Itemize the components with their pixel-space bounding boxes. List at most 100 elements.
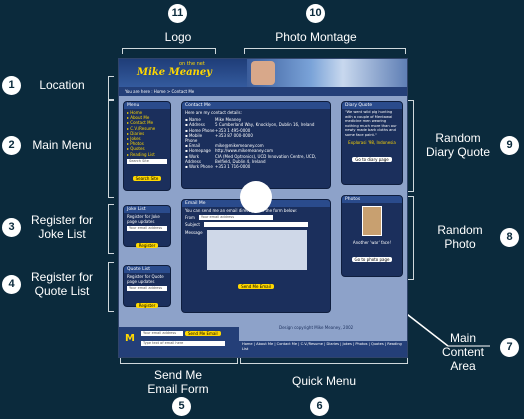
contact-value: mike@mikemeaney.com: [215, 143, 264, 149]
joke-text: Register for Joke page updates: [127, 214, 160, 225]
search-input[interactable]: Search Site: [127, 158, 167, 164]
joke-email-input[interactable]: Your email address: [127, 226, 167, 232]
send-email-bar: M Your email address Send Me Email Type …: [119, 327, 239, 357]
random-photo[interactable]: [362, 206, 382, 236]
email-intro: You can send me an email directly from t…: [185, 208, 297, 213]
logo-number: 11: [168, 4, 187, 23]
email-panel: Email Me You can send me an email direct…: [181, 199, 331, 313]
contact-value: CIA (Med Optronics), UCD Innovation Cent…: [215, 153, 317, 164]
contact-panel: Contact Me Here are my contact details: …: [181, 101, 331, 189]
logo-label: Logo: [164, 30, 192, 44]
photo-page-button[interactable]: Go to photo page: [351, 257, 393, 263]
photo-bracket: [408, 196, 414, 280]
main-menu-label: Main Menu: [32, 138, 92, 152]
send-number: 5: [172, 397, 191, 416]
quick-label: Quick Menu: [291, 374, 357, 388]
quick-menu[interactable]: Home | About Me | Contact Me | C.V./Resu…: [239, 341, 407, 357]
location-number: 1: [2, 76, 21, 95]
menu-item[interactable]: ▸ Contact Me: [127, 120, 154, 126]
contact-intro: Here are my contact details:: [185, 110, 242, 115]
menu-item[interactable]: ▸ About Me: [127, 115, 150, 121]
quote-email-input[interactable]: Your email address: [127, 286, 167, 292]
joke-register-button[interactable]: Register: [135, 243, 159, 249]
joke-title: Joke List: [124, 206, 170, 213]
contact-row: ▪ Address 5 Cumberland Way, Knocklyon, Du…: [185, 122, 327, 127]
contact-key: ▪ Address: [185, 122, 205, 128]
contact-value: Mike Meaney: [215, 117, 242, 123]
photo-label: Random Photo: [437, 223, 483, 251]
menu-item[interactable]: ▸ C.V./Resume: [127, 125, 156, 131]
menu-item[interactable]: ▸ Diaries: [127, 130, 145, 136]
joke-panel: Joke List Register for Joke page updates…: [123, 205, 171, 249]
site-header: Mike Meaney on the net: [119, 59, 407, 95]
diary-number: 9: [500, 136, 519, 155]
menu-title: Menu: [124, 102, 170, 109]
main-menu-bracket: [108, 100, 114, 198]
message-label: Message: [185, 229, 203, 235]
menu-panel: Menu ▸ Home▸ About Me▸ Contact Me▸ C.V./…: [123, 101, 171, 191]
montage-bracket: [244, 48, 406, 54]
photos-panel: Photos Another 'war' face! Go to photo p…: [341, 195, 403, 277]
photos-title: Photos: [342, 196, 402, 203]
contact-key: ▪ Homepage: [185, 148, 211, 154]
quick-bracket: [240, 358, 408, 364]
send-bracket: [120, 358, 238, 364]
contact-key: ▪ Work Address: [185, 153, 201, 164]
quote-text: Register for Quote page updates: [127, 274, 164, 285]
montage-label: Photo Montage: [275, 30, 357, 44]
quote-register-button[interactable]: Register: [135, 303, 159, 309]
message-textarea[interactable]: [206, 229, 307, 270]
subject-input[interactable]: [203, 222, 308, 228]
from-label: From: [185, 215, 195, 221]
main-menu-number: 2: [2, 136, 21, 155]
contact-row: ▪ Work Address CIA (Med Optronics), UCD I…: [185, 154, 327, 164]
bar-message-input[interactable]: Type text of email here: [141, 341, 225, 346]
bar-send-button[interactable]: Send Me Email: [185, 331, 221, 336]
contact-row: ▪ Work Phone+353 1 716-0000: [185, 164, 327, 169]
contact-rows: ▪ Name Mike Meaney ▪ Address 5 Cumberland W…: [182, 116, 330, 170]
highlight-circle: [240, 181, 272, 213]
menu-item[interactable]: ▸ Quotes: [127, 146, 145, 152]
search-button[interactable]: Search Site: [132, 175, 162, 181]
contact-row: ▪ Mobile Phone+353 87 000-0000: [185, 133, 327, 143]
joke-bracket: [108, 204, 114, 254]
site-logo[interactable]: Mike Meaney: [137, 67, 212, 78]
diary-bracket: [408, 100, 414, 192]
quote-title: Quote List: [124, 266, 170, 273]
menu-item[interactable]: ▸ Reading List: [127, 151, 155, 157]
photo-number: 8: [500, 228, 519, 247]
contact-row: ▪ Home Phone+353 1 495-0000: [185, 128, 327, 133]
contact-value: 5 Cumberland Way, Knocklyon, Dublin 16, …: [215, 122, 315, 128]
website-mockup: Mike Meaney on the net You are here : Ho…: [118, 58, 408, 358]
menu-item[interactable]: ▸ Photos: [127, 141, 144, 147]
quote-label: Register for Quote List: [30, 270, 94, 298]
send-email-button[interactable]: Send Me Email: [238, 283, 274, 289]
quick-number: 6: [310, 397, 329, 416]
menu-item[interactable]: ▸ Jokes: [127, 136, 141, 142]
copyright: Design copyright Mike Meaney, 2002: [279, 325, 354, 330]
logo-bracket: [122, 48, 216, 54]
from-input[interactable]: Your email address: [198, 215, 273, 221]
location-text: You are here : Home > Contact Me: [125, 89, 195, 94]
contact-value: +353 87 000-0000: [215, 132, 253, 138]
content-label: Main Content Area: [441, 331, 485, 373]
diary-page-button[interactable]: Go to diary page: [352, 156, 392, 162]
contact-key: ▪ Work Phone: [185, 164, 213, 170]
send-label: Send Me Email Form: [147, 368, 209, 396]
diary-title: Diary Quote: [342, 102, 402, 109]
contact-key: ▪ Name: [185, 117, 201, 123]
diary-label: Random Diary Quote: [425, 131, 491, 159]
quote-panel: Quote List Register for Quote page updat…: [123, 265, 171, 309]
contact-key: ▪ Home Phone: [185, 127, 215, 133]
bar-email-input[interactable]: Your email address: [141, 331, 183, 336]
menu-item[interactable]: ▸ Home: [127, 110, 143, 115]
contact-title: Contact Me: [182, 102, 330, 109]
bar-logo-icon: M: [125, 333, 135, 344]
montage-number: 10: [306, 4, 325, 23]
contact-value: +353 1 716-0000: [215, 164, 251, 170]
quote-bracket: [108, 262, 114, 312]
joke-number: 3: [2, 218, 21, 237]
contact-row: ▪ Email mike@mikemeaney.com: [185, 143, 327, 148]
contact-key: ▪ Email: [185, 143, 201, 149]
